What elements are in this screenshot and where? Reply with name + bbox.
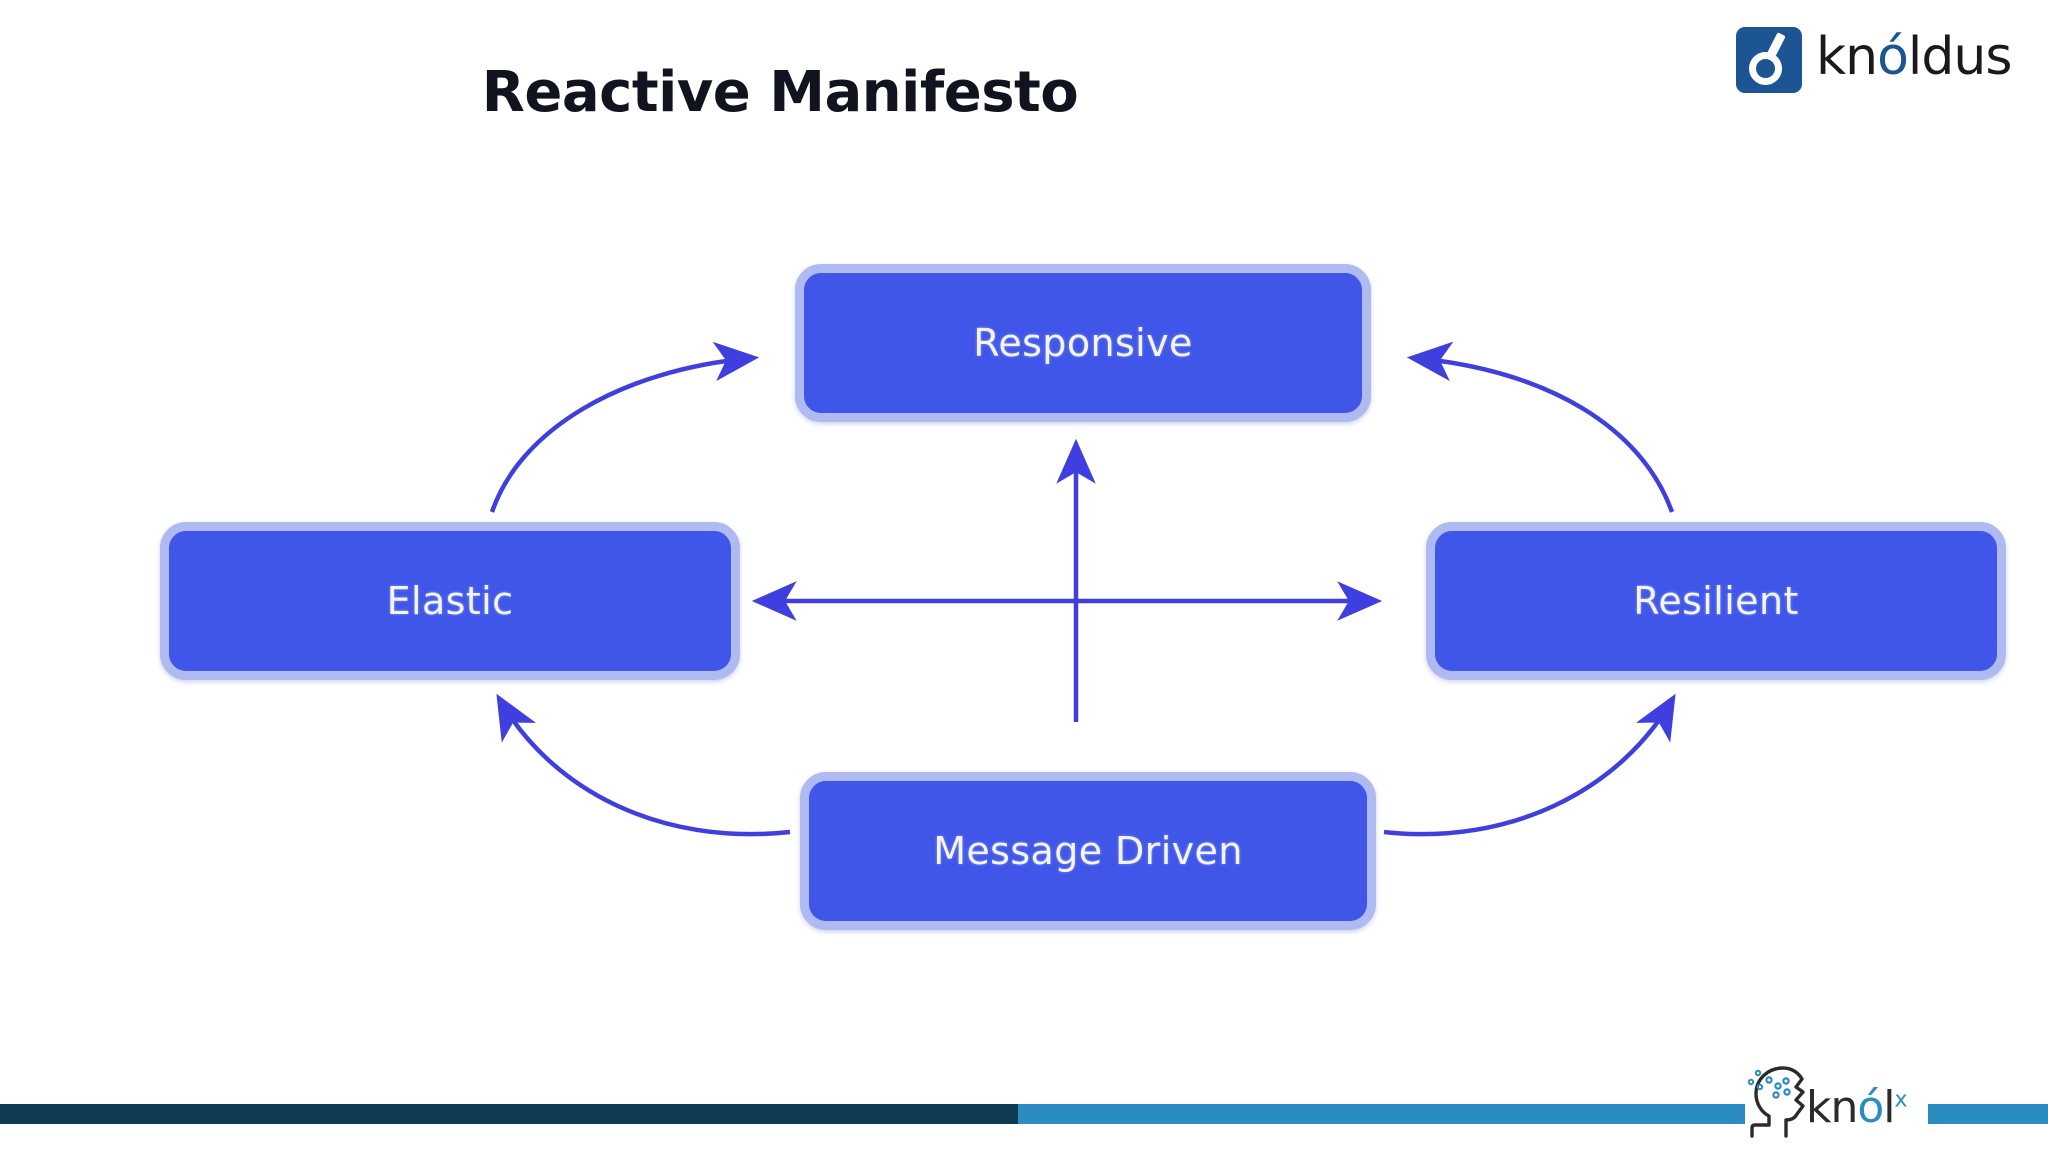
reactive-manifesto-diagram: Responsive Elastic Resilient Message Dri…: [160, 264, 2006, 930]
knoldus-o-mark-icon: [1736, 27, 1802, 93]
wordmark-prefix: kn: [1816, 27, 1878, 87]
wordmark-accent: ó: [1877, 27, 1909, 87]
node-responsive-label: Responsive: [973, 321, 1193, 365]
knolx-wordmark: knólx: [1806, 1086, 1908, 1130]
footer-bar-light-right: [1928, 1104, 2048, 1124]
node-resilient[interactable]: Resilient: [1426, 522, 2006, 680]
node-resilient-label: Resilient: [1633, 579, 1799, 623]
node-message-driven-label: Message Driven: [933, 829, 1243, 873]
slide-footer: knólx: [0, 1060, 2048, 1152]
page-title: Reactive Manifesto: [481, 60, 1079, 125]
node-responsive[interactable]: Responsive: [795, 264, 1371, 422]
knolx-superscript: x: [1894, 1087, 1908, 1113]
arrow-message-driven-to-resilient: [1383, 693, 1676, 837]
diagram-arrow-layer: [489, 341, 1676, 837]
footer-bar-dark: [0, 1104, 1018, 1124]
knolx-prefix: kn: [1806, 1082, 1858, 1133]
knolx-accent: ó: [1857, 1082, 1884, 1133]
node-elastic-label: Elastic: [386, 579, 514, 623]
arrow-elastic-to-responsive: [489, 341, 760, 513]
arrow-message-driven-to-elastic: [496, 693, 791, 837]
node-message-driven[interactable]: Message Driven: [800, 772, 1376, 930]
wordmark-suffix: ldus: [1907, 27, 2013, 87]
logo-ring-shape: [1749, 52, 1782, 85]
knoldus-wordmark: knóldus: [1816, 31, 2012, 89]
node-elastic[interactable]: Elastic: [160, 522, 740, 680]
knolx-suffix: l: [1883, 1082, 1895, 1133]
knoldus-logo: knóldus: [1736, 22, 2036, 98]
arrow-resilient-to-responsive: [1406, 341, 1675, 513]
knolx-head-profile-icon: [1747, 1066, 1805, 1138]
knolx-logo: knólx: [1742, 1062, 1932, 1148]
footer-bar-light-left: [1018, 1104, 1745, 1124]
